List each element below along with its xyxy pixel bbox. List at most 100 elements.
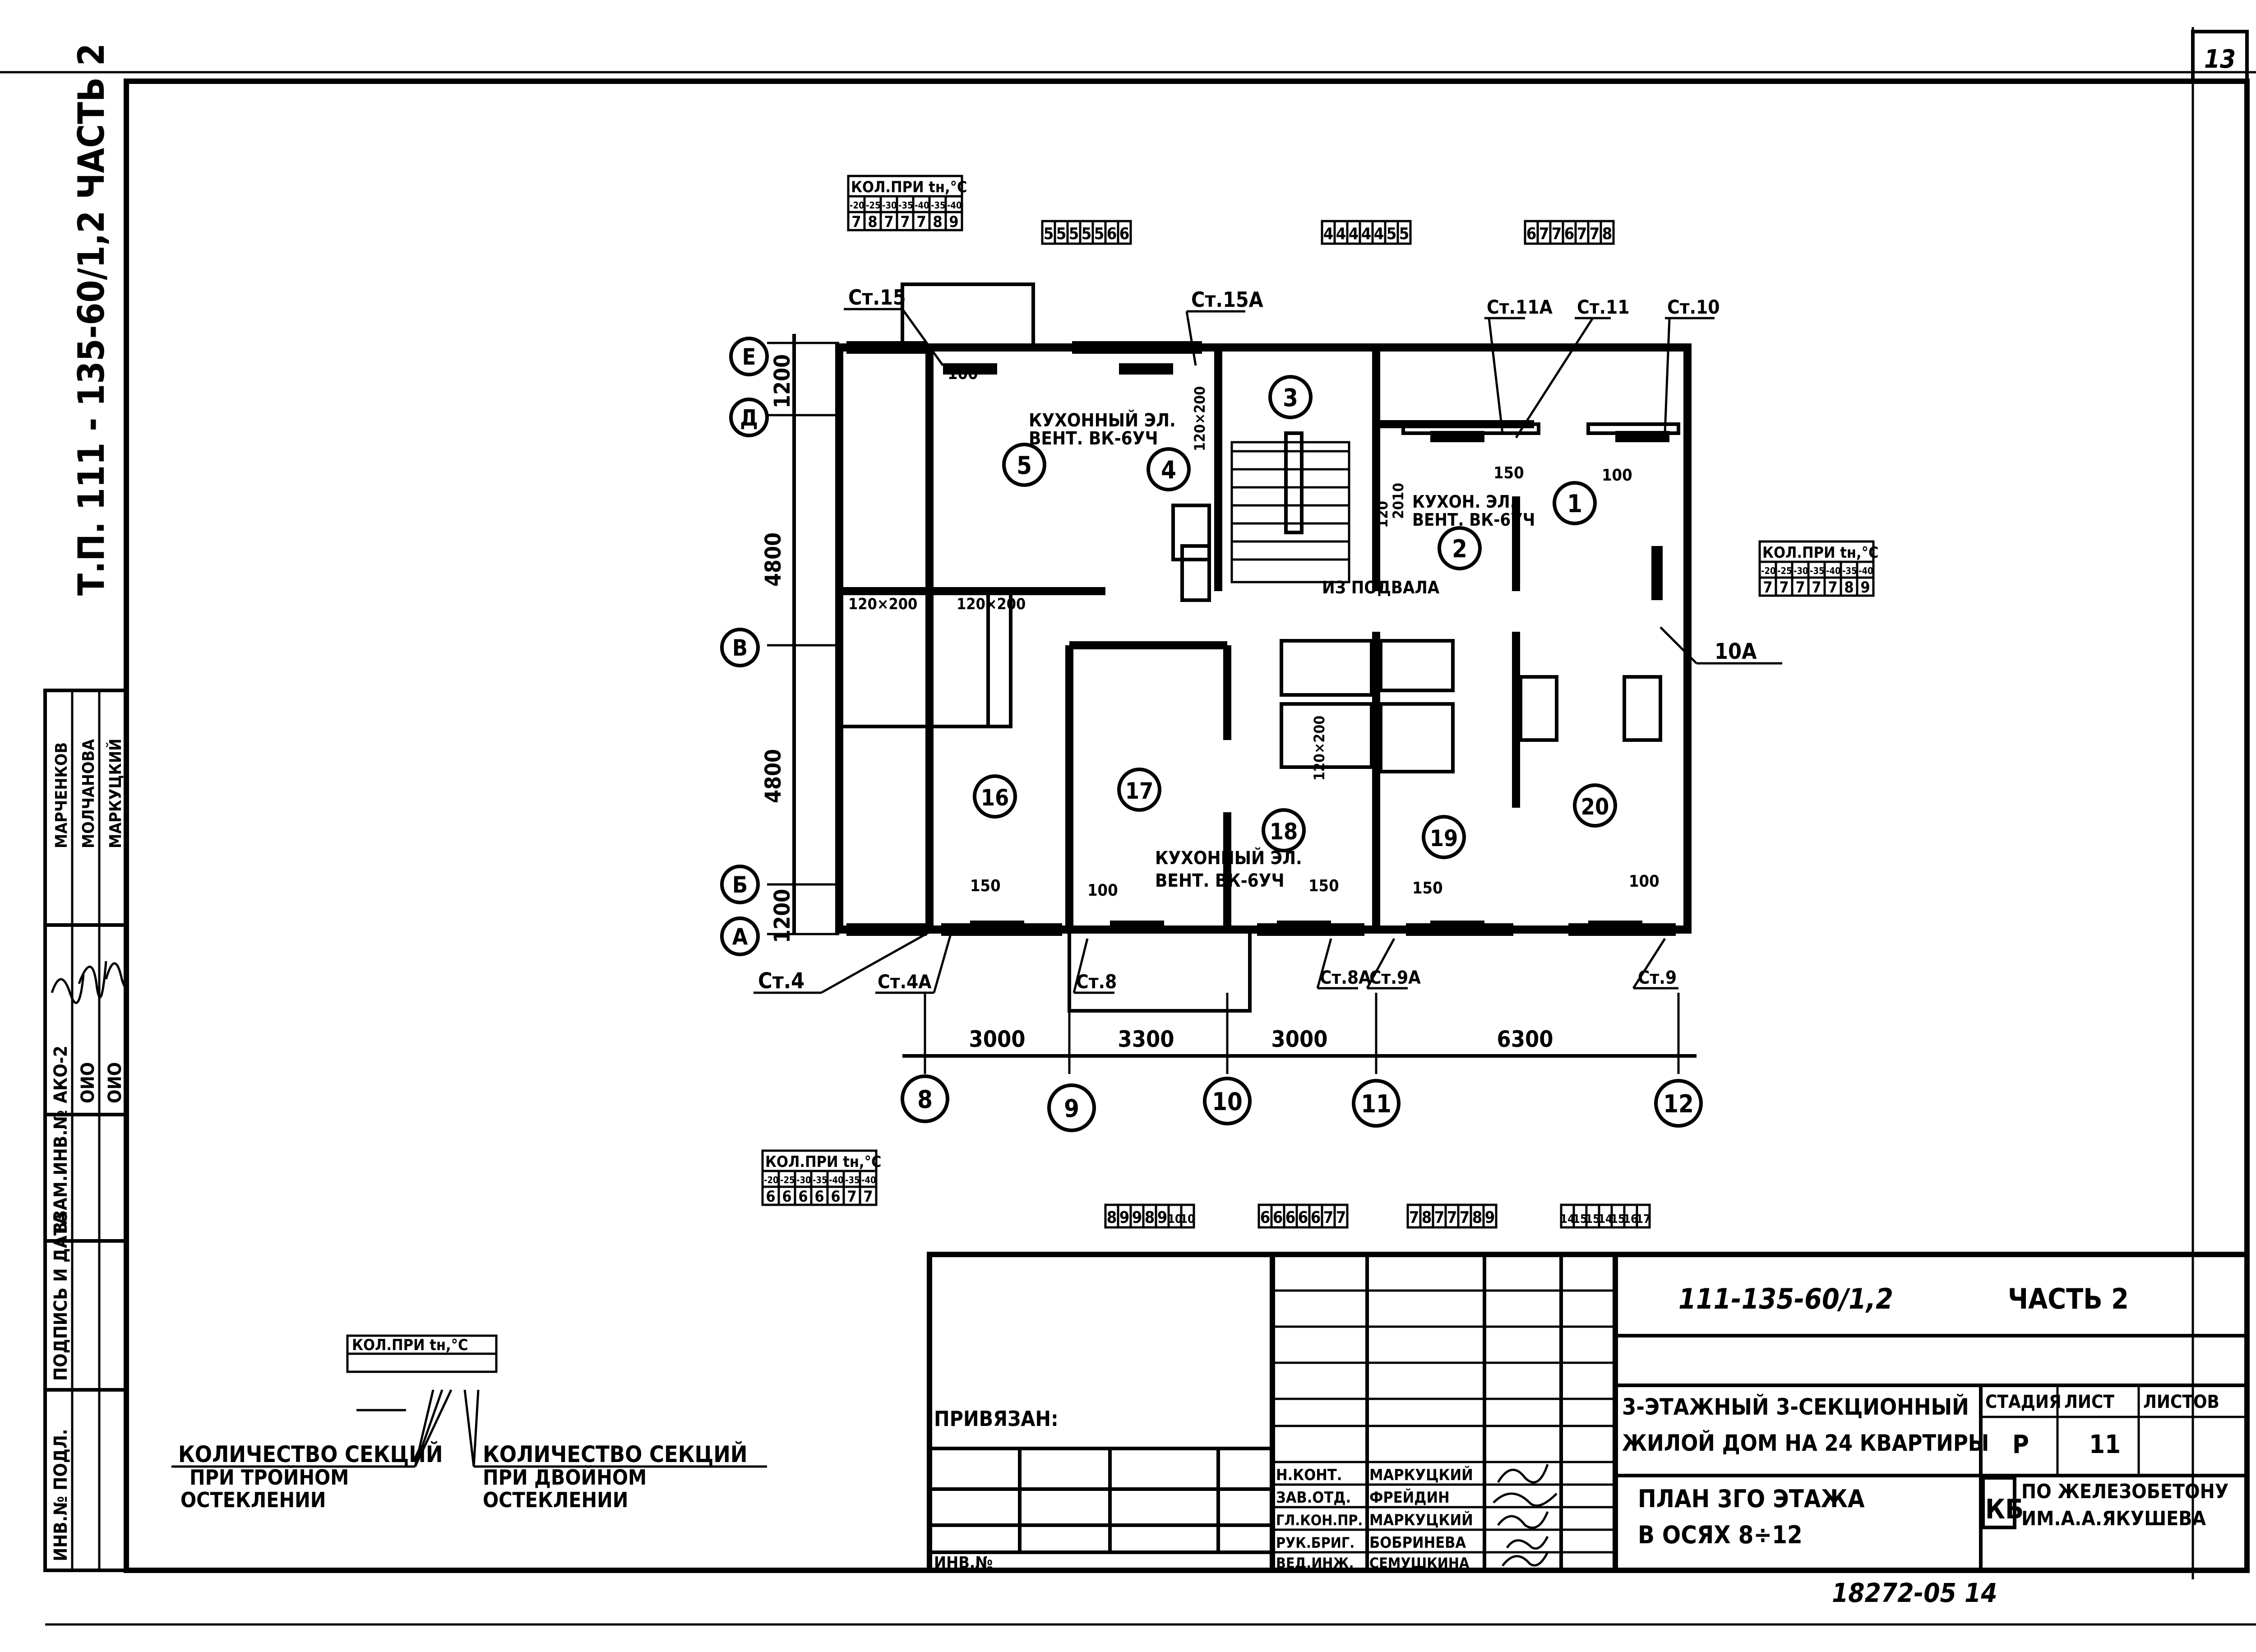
- table-top-4-value: 7: [1590, 225, 1600, 243]
- table-bottom-left-temp: -35: [845, 1175, 860, 1185]
- table-right-temp: -25: [1777, 565, 1792, 576]
- table-bottom-4-value: 7: [1434, 1208, 1445, 1227]
- table-bottom-left-value: 6: [798, 1188, 808, 1206]
- sig-name-3: МАРКУЦКИЙ: [1369, 1511, 1473, 1529]
- table-top-4-value: 7: [1577, 225, 1587, 243]
- outer-walls: [835, 343, 1692, 934]
- col-dim-2: 3300: [1118, 1026, 1174, 1052]
- table-bottom-4-value: 7: [1460, 1208, 1470, 1227]
- sig-role-3: ГЛ.КОН.ПР.: [1276, 1512, 1363, 1529]
- table-bottom-2-value: 8: [1107, 1208, 1117, 1227]
- radiator: [1119, 363, 1173, 375]
- row-axis-markers: [720, 337, 769, 956]
- basement-label: ИЗ ПОДВАЛА: [1322, 578, 1440, 597]
- table-bottom-left-value: 7: [847, 1188, 856, 1206]
- duct-label-d: 120×200: [1311, 716, 1328, 781]
- radiator: [1615, 431, 1669, 442]
- table-bottom-4-value: 9: [1485, 1208, 1495, 1227]
- riser-st11: Ст.11: [1577, 296, 1630, 318]
- table-bottom-4-value: 7: [1409, 1208, 1419, 1227]
- legend-double-1: КОЛИЧЕСТВО СЕКЦИЙ: [483, 1441, 748, 1467]
- dim-100c: 100: [1087, 881, 1118, 900]
- table-right-value: 7: [1763, 578, 1772, 597]
- table-top-4-value: 7: [1539, 225, 1549, 243]
- doc-part: ЧАСТЬ 2: [2008, 1282, 2129, 1315]
- table-bottom-2-value: 10: [1180, 1212, 1195, 1226]
- kitchen-label-3: КУХОННЫЙ ЭЛ.: [1155, 847, 1302, 869]
- table-right-temp: -30: [1794, 565, 1808, 576]
- table-right-temp: -20: [1761, 565, 1776, 576]
- radiator: [1430, 431, 1484, 442]
- stage-value: Р: [2012, 1430, 2029, 1459]
- desc-line-2: ЖИЛОЙ ДОМ НА 24 КВАРТИРЫ: [1622, 1430, 1989, 1456]
- stamp-code-2: ОИО: [78, 1062, 98, 1103]
- col-axis-markers: [901, 1074, 1703, 1132]
- signature-2: [78, 961, 107, 999]
- table-right-temp: -40: [1826, 565, 1841, 576]
- archive-number: 18272-05 14: [1832, 1578, 1997, 1608]
- table-top-3-value: 5: [1399, 225, 1410, 243]
- sig-role-1: Н.КОНТ.: [1276, 1466, 1342, 1484]
- table-right-temp: -40: [1858, 565, 1873, 576]
- table-bottom-5-value: 14: [1560, 1212, 1575, 1226]
- sig-role-2: ЗАВ.ОТД.: [1276, 1489, 1351, 1507]
- table-bottom-2-value: 9: [1119, 1208, 1130, 1227]
- table-top-2-value: 5: [1044, 225, 1054, 243]
- sig-name-4: БОБРИНЕВА: [1369, 1534, 1466, 1552]
- table-bottom-left-temp: -20: [764, 1175, 779, 1185]
- room-17: 17: [1125, 778, 1154, 804]
- stamp-name-2: МОЛЧАНОВА: [79, 739, 98, 848]
- duct-label-c: 120×200: [1191, 386, 1208, 451]
- stamp-code-3: ОИО: [105, 1062, 125, 1103]
- axis-col-10: 10: [1212, 1087, 1243, 1116]
- title-block: [927, 1252, 2250, 1573]
- table-top-3-value: 5: [1387, 225, 1397, 243]
- riser-st9a: Ст.9А: [1369, 967, 1421, 988]
- table-top-left-value: 7: [851, 213, 861, 231]
- table-bottom-left-header: КОЛ.ПРИ tн,°С: [765, 1153, 881, 1171]
- table-bottom-3-value: 6: [1273, 1208, 1283, 1227]
- table-top-2-value: 6: [1107, 225, 1117, 243]
- table-bottom-2-value: 9: [1132, 1208, 1142, 1227]
- room-4: 4: [1161, 456, 1176, 484]
- table-bottom-left-value: 6: [814, 1188, 824, 1206]
- room-1: 1: [1567, 490, 1582, 518]
- kitchen-label-1: КУХОННЫЙ ЭЛ.: [1029, 409, 1176, 431]
- room-19: 19: [1430, 825, 1458, 851]
- table-bottom-2-value: 10: [1168, 1212, 1183, 1226]
- table-right-value: 7: [1828, 578, 1837, 597]
- riser-st15a: Ст.15А: [1191, 287, 1263, 312]
- signature-3: [105, 956, 128, 988]
- table-top-2-frame: [1041, 220, 1132, 245]
- table-top-3-value: 4: [1374, 225, 1384, 243]
- inv-label: ИНВ.№: [934, 1554, 993, 1572]
- sig-name-1: МАРКУЦКИЙ: [1369, 1466, 1473, 1484]
- kitchen-label-1b: ВЕНТ. ВК-6УЧ: [1029, 428, 1158, 449]
- table-right-value: 8: [1844, 578, 1854, 597]
- duct-label-a: 120×200: [848, 595, 917, 613]
- table-bottom-left-temp: -40: [829, 1175, 844, 1185]
- sig-role-4: РУК.БРИГ.: [1276, 1534, 1355, 1551]
- riser-10a: 10А: [1715, 639, 1757, 664]
- axis-row-B: Б: [732, 872, 748, 898]
- table-top-left-value: 7: [900, 213, 910, 231]
- floor-plan: [835, 282, 1692, 1013]
- sheet-value: 11: [2089, 1430, 2121, 1459]
- axis-col-9: 9: [1064, 1094, 1079, 1123]
- legend: [171, 1334, 767, 1468]
- table-bottom-4-frame: [1406, 1203, 1498, 1229]
- table-bottom-left-value: 7: [863, 1188, 873, 1206]
- table-top-4-value: 6: [1526, 225, 1537, 243]
- table-top-2-value: 6: [1119, 225, 1130, 243]
- table-bottom-5-value: 15: [1573, 1212, 1588, 1226]
- table-bottom-left-value: 6: [766, 1188, 775, 1206]
- table-right-value: 7: [1779, 578, 1789, 597]
- riser-st9: Ст.9: [1638, 967, 1677, 988]
- page-number-box: [2191, 30, 2249, 83]
- table-bottom-3-value: 6: [1298, 1208, 1308, 1227]
- table-bottom-2-value: 8: [1145, 1208, 1155, 1227]
- org-line-1: ПО ЖЕЛЕЗОБЕТОНУ: [2021, 1480, 2228, 1503]
- riser-st4a: Ст.4А: [878, 971, 932, 993]
- table-top-2-value: 5: [1094, 225, 1105, 243]
